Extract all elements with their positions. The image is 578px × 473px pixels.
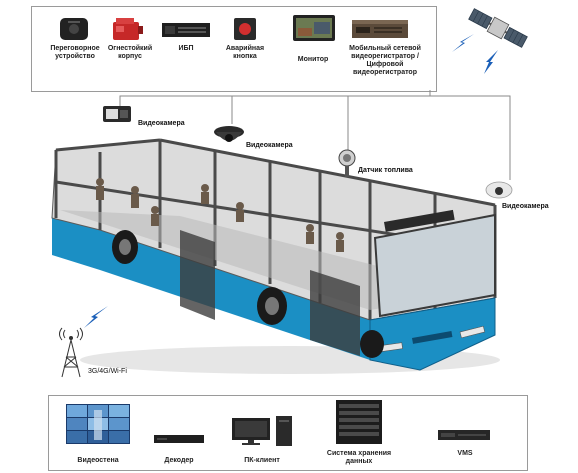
mobile-dvr-label: Мобильный сетевой видеорегистратор / Циф… xyxy=(349,45,421,76)
bus-illustration xyxy=(40,120,510,380)
lightning-icon xyxy=(484,50,498,74)
pc-client-label: ПК-клиент xyxy=(244,457,280,464)
monitor-label: Монитор xyxy=(297,56,329,63)
alarm-button-icon xyxy=(232,16,258,42)
ups-label: ИБП xyxy=(178,45,194,52)
monitor-icon xyxy=(292,14,336,44)
decoder-label: Декодер xyxy=(164,457,194,464)
tower-label: 3G/4G/Wi-Fi xyxy=(88,368,127,375)
pc-client-icon xyxy=(232,416,294,446)
alarm-button-label: Аварийная кнопка xyxy=(225,45,265,60)
fireproof-case-label: Огнестойкий корпус xyxy=(107,45,153,60)
storage-icon xyxy=(336,400,382,444)
vms-icon xyxy=(438,428,490,442)
storage-label: Система хранения данных xyxy=(326,450,392,465)
camera-rear-icon xyxy=(484,178,514,200)
cell-tower-icon xyxy=(56,327,86,378)
fireproof-case-icon xyxy=(110,14,144,44)
videowall-icon xyxy=(66,404,130,444)
camera-rear-label: Видеокамера xyxy=(502,203,549,210)
vms-label: VMS xyxy=(457,450,473,457)
satellite-icon xyxy=(468,6,528,50)
mobile-dvr-icon xyxy=(352,16,408,42)
decoder-icon xyxy=(154,434,204,444)
camera-front-icon xyxy=(102,104,134,126)
ups-icon xyxy=(162,20,210,40)
fuel-sensor-icon xyxy=(336,148,358,178)
camera-dome-label: Видеокамера xyxy=(246,142,293,149)
intercom-icon xyxy=(56,16,92,42)
videowall-label: Видеостена xyxy=(77,457,119,464)
intercom-label: Переговорное устройство xyxy=(50,45,100,60)
camera-front-label: Видеокамера xyxy=(138,120,185,127)
lightning-icon xyxy=(452,34,474,52)
dome-camera-icon xyxy=(212,124,246,148)
fuel-sensor-label: Датчик топлива xyxy=(358,167,413,174)
lightning-icon xyxy=(84,306,108,328)
